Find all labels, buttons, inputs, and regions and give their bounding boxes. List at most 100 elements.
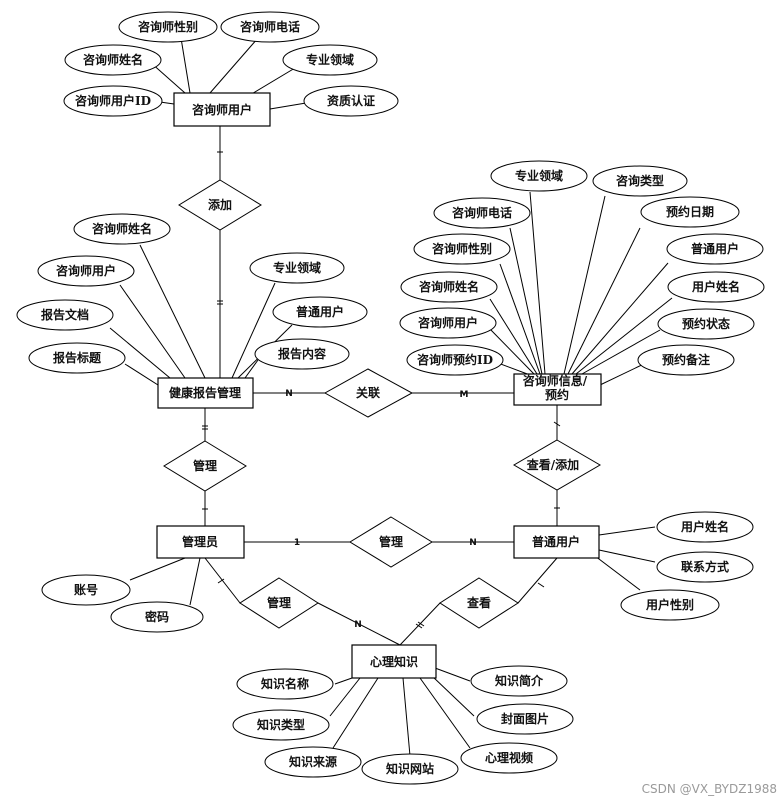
edge-ci-uname	[575, 297, 673, 375]
relationship-associate: 关联	[323, 368, 414, 418]
svg-text:报告内容: 报告内容	[278, 346, 326, 361]
attr-pk-intro: 知识简介	[470, 665, 568, 697]
card-admin-user: 1	[294, 538, 300, 548]
relationship-manage-user-label: 管理	[379, 534, 403, 549]
svg-text:联系方式: 联系方式	[681, 559, 729, 574]
edge-nu-gender	[594, 555, 641, 591]
attr-ci-date: 预约日期	[640, 196, 740, 228]
edge-pk-type	[329, 677, 361, 717]
attr-rm-doc: 报告文档	[16, 299, 114, 331]
svg-text:知识名称: 知识名称	[260, 676, 309, 691]
attr-ci-status: 预约状态	[657, 308, 755, 340]
svg-text:普通用户: 普通用户	[296, 304, 344, 319]
attr-cu-field: 专业领域	[282, 44, 378, 76]
tick-view-knowledge-2	[417, 621, 425, 627]
edge-ci-gender	[499, 263, 541, 375]
edge-rm-cuser	[119, 284, 186, 379]
edge-view-knowledge	[399, 602, 441, 646]
watermark: CSDN @VX_BYDZ1988	[641, 782, 777, 796]
relationship-manage-report-label: 管理	[193, 458, 217, 473]
attr-pk-name: 知识名称	[236, 668, 334, 700]
attr-ci-bookid: 咨询师预约ID	[406, 344, 504, 376]
svg-text:咨询师电话: 咨询师电话	[452, 205, 512, 220]
svg-text:心理视频: 心理视频	[485, 750, 533, 765]
tick-info-view	[553, 421, 561, 427]
edge-rm-content	[244, 359, 259, 379]
edge-ci-type	[563, 195, 606, 375]
svg-text:用户姓名: 用户姓名	[691, 279, 740, 294]
svg-text:预约日期: 预约日期	[666, 204, 714, 219]
svg-text:预约状态: 预约状态	[682, 316, 730, 331]
svg-text:咨询师用户: 咨询师用户	[56, 263, 116, 278]
edge-ci-name	[489, 298, 538, 375]
edge-ci-date	[567, 227, 641, 375]
entity-consult-info-label: 咨询师信息/ 预约	[523, 373, 592, 402]
svg-text:咨询师预约ID: 咨询师预约ID	[417, 352, 493, 367]
relationship-view-add: 查看/添加	[513, 439, 601, 491]
edge-ci-phone	[509, 227, 543, 375]
cardinality-labels: N M 1 N N	[285, 389, 477, 630]
entity-normal-user: 普通用户	[513, 525, 600, 559]
edge-ci-field	[529, 191, 546, 375]
tick-view-knowledge-1	[415, 623, 423, 629]
svg-text:咨询师用户ID: 咨询师用户ID	[75, 93, 151, 108]
attr-rm-cname: 咨询师姓名	[73, 213, 171, 245]
edge-rm-field	[231, 282, 276, 379]
edge-cu-gender	[180, 37, 191, 94]
edge-cu-field	[249, 64, 301, 96]
relationship-manage-knowledge: 管理	[239, 577, 319, 629]
attr-ci-gender: 咨询师性别	[413, 233, 511, 265]
svg-text:封面图片: 封面图片	[501, 711, 549, 726]
cardinality-ticks	[202, 151, 561, 629]
attr-ad-account: 账号	[41, 574, 131, 606]
relationship-view-knowledge: 查看	[439, 577, 519, 629]
entity-admin: 管理员	[156, 525, 245, 559]
attr-nu-contact: 联系方式	[656, 551, 754, 583]
attr-ci-type: 咨询类型	[592, 165, 688, 197]
attr-ad-password: 密码	[110, 601, 204, 633]
edge-pk-video	[419, 677, 471, 749]
svg-text:用户性别: 用户性别	[645, 597, 694, 612]
relationship-add: 添加	[178, 179, 262, 231]
card-info-associate: M	[460, 390, 469, 400]
attr-pk-type: 知识类型	[232, 709, 330, 741]
relationship-add-label: 添加	[208, 197, 232, 212]
relationship-associate-label: 关联	[356, 385, 380, 400]
card-user-admin: N	[469, 538, 477, 548]
attr-pk-cover: 封面图片	[476, 703, 574, 735]
attr-ci-user: 普通用户	[666, 233, 764, 265]
entity-counselor-user: 咨询师用户	[173, 92, 271, 127]
attr-rm-content: 报告内容	[254, 338, 350, 370]
attr-cu-cert: 资质认证	[303, 85, 399, 117]
svg-text:咨询类型: 咨询类型	[616, 173, 664, 188]
attr-pk-site: 知识网站	[361, 753, 459, 785]
svg-text:咨询师姓名: 咨询师姓名	[419, 279, 479, 294]
svg-text:知识简介: 知识简介	[494, 673, 544, 688]
edge-ad-account	[129, 557, 186, 581]
edge-manage2-knowledge	[317, 602, 401, 646]
entity-consult-info: 咨询师信息/ 预约	[513, 373, 602, 406]
edge-rm-title	[124, 363, 159, 386]
attr-cu-gender: 咨询师性别	[118, 11, 218, 43]
entity-admin-label: 管理员	[182, 534, 218, 549]
attr-pk-video: 心理视频	[460, 742, 558, 774]
entity-report-mgmt-label: 健康报告管理	[169, 385, 241, 400]
attr-nu-gender: 用户性别	[620, 589, 720, 621]
relationship-view-knowledge-label: 查看	[466, 595, 491, 610]
edge-cu-phone	[209, 37, 259, 94]
svg-text:资质认证: 资质认证	[327, 93, 375, 108]
svg-text:密码: 密码	[145, 609, 169, 624]
svg-text:报告文档: 报告文档	[41, 307, 89, 322]
attr-rm-title: 报告标题	[28, 342, 126, 374]
attr-pk-source: 知识来源	[264, 746, 362, 778]
edge-pk-intro	[434, 667, 471, 682]
svg-text:咨询师电话: 咨询师电话	[240, 19, 300, 34]
edge-pk-cover	[431, 675, 475, 717]
card-knowledge-admin: N	[354, 620, 362, 630]
svg-text:专业领域: 专业领域	[515, 168, 563, 183]
attr-rm-user: 普通用户	[272, 296, 368, 328]
edge-cu-cert	[269, 102, 307, 110]
attr-rm-field: 专业领域	[249, 252, 345, 284]
edge-ci-user	[571, 262, 669, 375]
